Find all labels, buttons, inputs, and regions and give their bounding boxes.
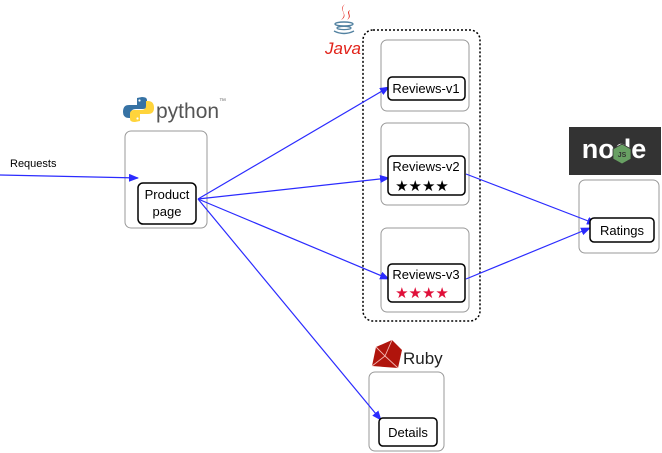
python-logo-text: python: [156, 100, 219, 123]
reviews-v3-label: Reviews-v3: [392, 267, 459, 282]
node-logo-icon: node JS: [569, 127, 661, 175]
reviews-cluster: [362, 29, 481, 322]
ratings-label: Ratings: [600, 223, 645, 238]
arrow-productpage-to-reviews-v1: [197, 86, 390, 200]
ruby-logo-text: Ruby: [403, 349, 443, 368]
productpage-box: [137, 182, 197, 225]
productpage-service[interactable]: Product page: [137, 182, 197, 225]
reviews-v1-box: [387, 76, 466, 101]
ratings-service[interactable]: Ratings: [589, 217, 655, 243]
reviews-v1-service[interactable]: Reviews-v1: [387, 76, 466, 101]
arrow-reviews-v2-to-ratings: [465, 173, 597, 225]
arrow-productpage-to-reviews-v3: [197, 198, 390, 280]
ratings-box: [589, 217, 655, 243]
node-js-badge: JS: [618, 152, 627, 159]
productpage-label-line2: page: [153, 204, 182, 219]
arrow-reviews-v3-to-ratings: [465, 227, 591, 280]
reviews-v2-service[interactable]: Reviews-v2 ★★★★: [387, 155, 466, 196]
details-service[interactable]: Details: [378, 417, 438, 447]
details-label: Details: [388, 425, 428, 440]
details-box: [378, 417, 438, 447]
reviews-v3-box: [387, 263, 466, 303]
requests-label: Requests: [10, 158, 57, 170]
arrow-productpage-to-reviews-v2: [197, 175, 390, 200]
reviews-v2-stars: ★★★★: [395, 177, 449, 195]
reviews-v2-label: Reviews-v2: [392, 159, 459, 174]
java-logo-text: Java: [324, 39, 361, 58]
arrow-requests-to-productpage: [0, 173, 139, 182]
productpage-label-line1: Product: [145, 187, 190, 202]
connections: [0, 86, 597, 421]
java-logo-icon: Java: [324, 4, 361, 58]
reviews-v3-stars: ★★★★: [395, 284, 449, 302]
python-tm-mark: ™: [219, 98, 226, 105]
reviews-v1-label: Reviews-v1: [392, 81, 459, 96]
reviews-v2-box: [387, 155, 466, 196]
ruby-logo-icon: Ruby: [371, 339, 443, 369]
arrow-productpage-to-details: [197, 198, 382, 421]
reviews-v3-service[interactable]: Reviews-v3 ★★★★: [387, 263, 466, 303]
python-logo-icon: python ™: [123, 97, 226, 123]
